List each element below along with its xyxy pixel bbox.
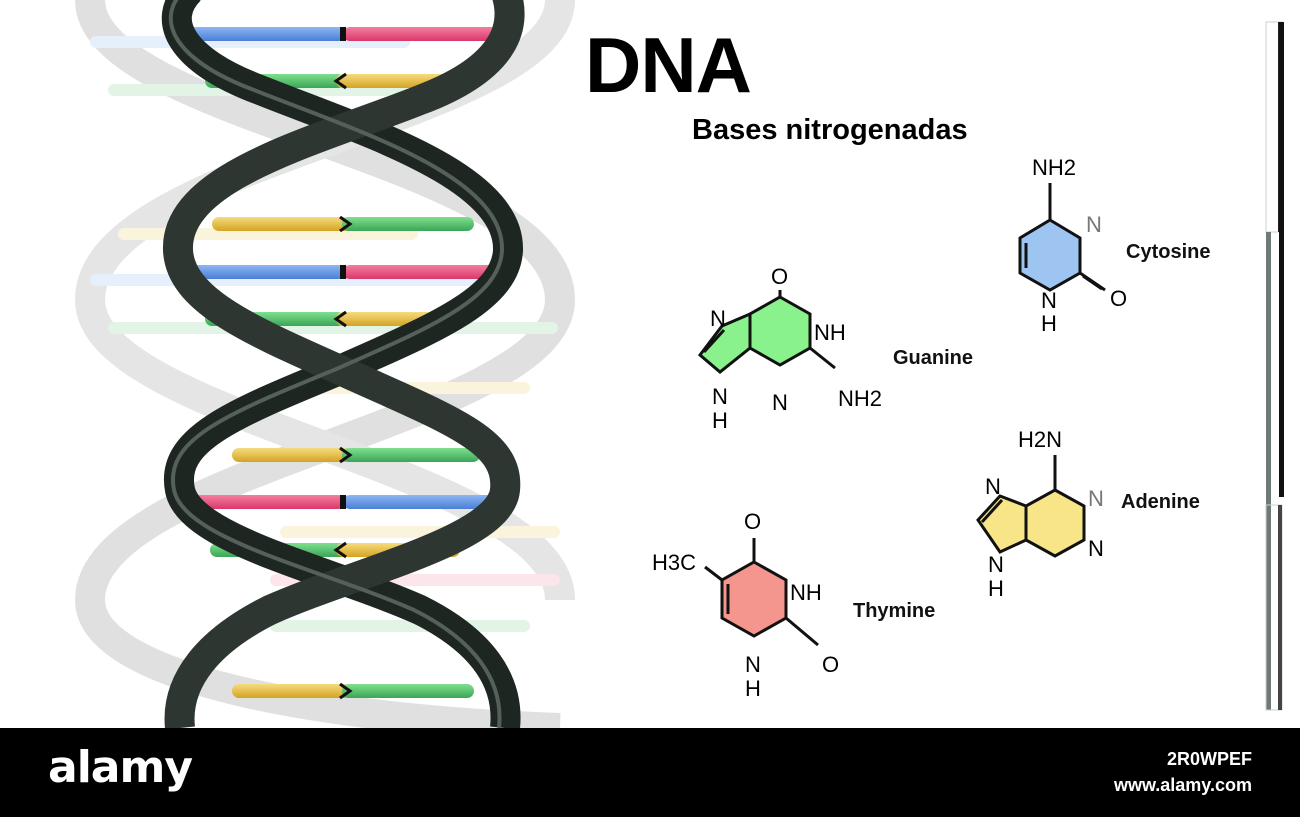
cytosine-structure (1018, 183, 1106, 292)
decorative-ruler (1265, 21, 1284, 711)
guanine-n-nh-label: N (712, 384, 728, 409)
base-pair-4 (185, 265, 500, 279)
guanine-nh-label: NH (814, 320, 846, 345)
cytosine-n-bottom-label: N (1041, 288, 1057, 313)
cytosine-o-label: O (1110, 286, 1127, 311)
thymine-o-label: O (744, 509, 761, 534)
brand-logo: alamy (48, 742, 193, 793)
cytosine-h-label: H (1041, 311, 1057, 336)
page-subtitle: Bases nitrogenadas (692, 114, 968, 146)
image-id: 2R0WPEF (1166, 749, 1252, 769)
guanine-nh2-label: NH2 (838, 386, 882, 411)
adenine-n-right-bottom-label: N (1088, 536, 1104, 561)
dna-helix (161, 0, 525, 728)
cytosine-nh2-label: NH2 (1032, 155, 1076, 180)
adenine-label: Adenine (1121, 491, 1200, 513)
base-pair-6 (232, 446, 480, 464)
guanine-n-left-label: N (710, 306, 726, 331)
base-pair-3 (212, 215, 474, 233)
guanine-o-label: O (771, 264, 788, 289)
base-pair-1 (185, 27, 500, 41)
adenine-structure (976, 455, 1086, 558)
guanine-label: Guanine (893, 347, 974, 369)
cytosine-label: Cytosine (1126, 241, 1211, 263)
adenine-h-label: H (988, 576, 1004, 601)
adenine-h2n-label: H2N (1018, 427, 1062, 452)
page-title: DNA (585, 21, 752, 109)
guanine-structure (697, 290, 836, 374)
footer-bar: alamy 2R0WPEF www.alamy.com (0, 728, 1300, 817)
thymine-n-label: N (745, 652, 761, 677)
thymine-o2-label: O (822, 652, 839, 677)
site-url: www.alamy.com (1113, 775, 1252, 795)
adenine-n-right-top-label: N (1088, 486, 1104, 511)
base-pair-9 (232, 682, 474, 700)
adenine-n-left-label: N (985, 474, 1001, 499)
thymine-h3c-label: H3C (652, 550, 696, 575)
guanine-n-bottom-label: N (772, 390, 788, 415)
thymine-h-label: H (745, 676, 761, 701)
thymine-structure (704, 538, 819, 647)
cytosine-n-label: N (1086, 212, 1102, 237)
thymine-label: Thymine (853, 600, 936, 622)
guanine-h-label: H (712, 408, 728, 433)
thymine-nh-label: NH (790, 580, 822, 605)
base-pair-7 (185, 495, 500, 509)
adenine-n-bottom-label: N (988, 552, 1004, 577)
